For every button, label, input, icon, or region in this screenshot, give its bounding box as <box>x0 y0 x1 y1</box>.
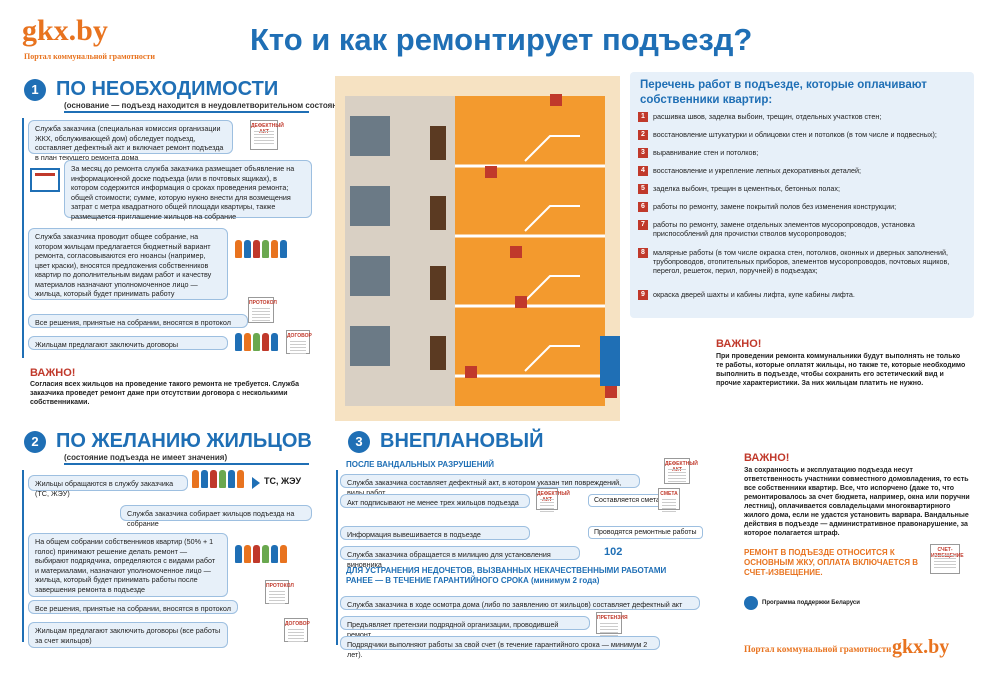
right-orange-note: РЕМОНТ В ПОДЪЕЗДЕ ОТНОСИТСЯ К ОСНОВНЫМ Ж… <box>744 548 919 577</box>
section2-title: ПО ЖЕЛАНИЮ ЖИЛЬЦОВ <box>56 430 312 452</box>
section2-step-3: На общем собрании собственников квартир … <box>28 533 228 597</box>
protocol-doc: ПРОТОКОЛ <box>248 297 277 323</box>
section1-important-text: Согласия всех жильцов на проведение тако… <box>30 381 299 406</box>
signed-act-doc: ДЕФЕКТНЫЙ АКТ <box>536 488 570 513</box>
section1-subtitle: (основание — подъезд находится в неудовл… <box>64 101 350 110</box>
section2-step-2: Служба заказчика собирает жильцов подъез… <box>120 505 312 528</box>
voting-people-icon <box>235 545 287 563</box>
protocol-doc-2: ПРОТОКОЛ <box>265 580 294 605</box>
program-label: Программа поддержки Беларуси <box>762 600 860 606</box>
section1-number: 1 <box>24 78 46 101</box>
section3-header: 3 ВНЕПЛАНОВЫЙ <box>348 430 543 453</box>
section3-sub-vandalism: ПОСЛЕ ВАНДАЛЬНЫХ РАЗРУШЕНИЙ <box>346 460 495 469</box>
section1-title: ПО НЕОБХОДИМОСТИ <box>56 78 279 100</box>
section1-step-1: Служба заказчика (специальная комиссия о… <box>28 120 233 162</box>
mid-important-head: ВАЖНО! <box>716 338 762 350</box>
section3-step-3: Информация вывешивается в подъезде <box>340 526 530 540</box>
footer-portal: Портал коммунальной грамотности <box>744 644 892 654</box>
ts-label: ТС, ЖЭУ <box>264 476 302 486</box>
section2-number: 2 <box>24 430 46 453</box>
logo-subtitle: Портал коммунальной грамотности <box>24 52 155 61</box>
section1-divider <box>64 111 309 113</box>
section2-subtitle: (состояние подъезда не имеет значения) <box>64 453 228 462</box>
paid-works-panel: Перечень работ в подъезде, которые оплач… <box>630 72 974 318</box>
page-title: Кто и как ремонтирует подъезд? <box>250 22 753 57</box>
section3-sub-warranty: ДЛЯ УСТРАНЕНИЯ НЕДОЧЕТОВ, ВЫЗВАННЫХ НЕКА… <box>346 566 667 585</box>
defect-act-doc: ДЕФЕКТНЫЙ АКТ <box>250 120 284 150</box>
section1-flow-line <box>22 118 24 358</box>
section1-header: 1 ПО НЕОБХОДИМОСТИ <box>24 78 278 101</box>
right-important-text: За сохранность и эксплуатацию подъезда н… <box>744 467 970 537</box>
logo: gkx.by <box>22 14 108 47</box>
section2-flow-line <box>22 470 24 642</box>
section2-step-1: Жильцы обращаются в службу заказчика (ТС… <box>28 475 188 498</box>
police-number: 102 <box>604 546 623 558</box>
contract-doc: ДОГОВОР <box>286 330 312 355</box>
section2-step-4: Все решения, принятые на собрании, внося… <box>28 600 238 614</box>
section3-step-1: Служба заказчика составляет дефектный ак… <box>340 474 640 497</box>
section2-step-5: Жильцам предлагают заключить договоры (в… <box>28 622 228 648</box>
residents-group-icon <box>192 470 244 488</box>
section1-step-3: Служба заказчика проводит общее собрание… <box>28 228 228 300</box>
building-cutaway-illustration <box>335 76 620 421</box>
section3-estimate: Составляется смета <box>588 494 666 507</box>
notice-board-icon <box>30 168 60 192</box>
section2-header: 2 ПО ЖЕЛАНИЮ ЖИЛЬЦОВ <box>24 430 312 453</box>
section3-flow-line <box>336 470 338 645</box>
section3-step-2: Акт подписывают не менее трех жильцов по… <box>340 494 530 508</box>
mid-important-text: При проведении ремонта коммунальники буд… <box>716 353 966 387</box>
section3-title: ВНЕПЛАНОВЫЙ <box>380 430 544 452</box>
meeting-people-icon <box>235 240 287 258</box>
claim-doc: ПРЕТЕНЗИЯ <box>596 612 628 637</box>
residents-icon <box>235 333 278 351</box>
section3-repair-works: Проводятся ремонтные работы <box>588 526 703 539</box>
section3-step-6: Предъявляет претензии подрядной организа… <box>340 616 590 639</box>
mailboxes <box>600 336 620 386</box>
arrow-icon <box>252 477 260 489</box>
estimate-doc: СМЕТА <box>658 488 680 513</box>
section1-step-4: Все решения, принятые на собрании, внося… <box>28 314 248 328</box>
section2-divider <box>64 463 309 465</box>
contract-doc-2: ДОГОВОР <box>284 618 310 643</box>
section3-number: 3 <box>348 430 370 453</box>
section1-step-5: Жильцам предлагают заключить договоры <box>28 336 228 350</box>
right-important-head: ВАЖНО! <box>744 452 790 464</box>
program-logo-icon <box>744 596 758 610</box>
stairwell <box>455 96 605 406</box>
section3-step-7: Подрядчики выполняют работы за свой счет… <box>340 636 660 659</box>
section1-important-head: ВАЖНО! <box>30 367 76 379</box>
section3-step-5: Служба заказчика в ходе осмотра дома (ли… <box>340 596 700 610</box>
section1-step-2: За месяц до ремонта служба заказчика раз… <box>64 160 312 221</box>
defect-act-doc-3: ДЕФЕКТНЫЙ АКТ <box>664 458 698 484</box>
section3-step-4: Служба заказчика обращается в милицию дл… <box>340 546 580 569</box>
invoice-doc: СЧЕТ-ИЗВЕЩЕНИЕ <box>930 544 964 574</box>
footer-logo: gkx.by <box>892 636 950 658</box>
worklist-title: Перечень работ в подъезде, которые оплач… <box>640 79 927 106</box>
